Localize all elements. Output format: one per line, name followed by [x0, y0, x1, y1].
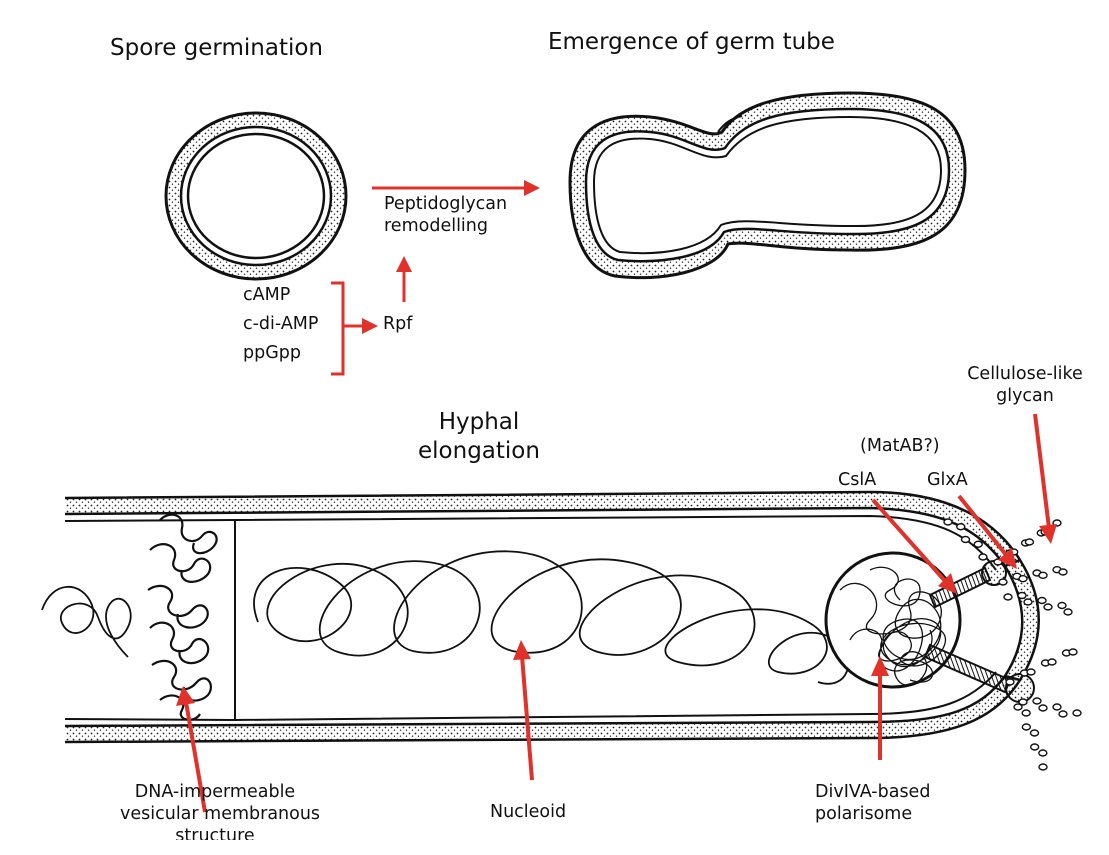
glycan-bead	[974, 541, 982, 547]
glycan-bead	[1025, 539, 1033, 545]
glycan-bead	[1039, 705, 1047, 711]
cellulose-line1: Cellulose-like	[955, 364, 1095, 386]
divIVA-polarisome-label: DivIVA-based polarisome	[815, 782, 930, 826]
matab-label: (MatAB?)	[860, 436, 940, 458]
glycan-bead	[1039, 750, 1047, 756]
glycan-bead	[1064, 609, 1072, 615]
dna-fragment-drawing	[42, 587, 131, 657]
glycan-bead	[1014, 704, 1022, 710]
hyphal-title-line2: elongation	[404, 437, 554, 466]
glycan-bead	[1033, 698, 1041, 704]
glycan-bead	[1031, 744, 1039, 750]
glycan-bead	[1073, 710, 1081, 716]
glycan-bead	[1069, 649, 1077, 655]
glycan-bead	[1058, 603, 1066, 609]
glxa-label: GlxA	[927, 470, 968, 492]
glycan-bead	[1031, 730, 1039, 736]
glycan-bead	[1059, 711, 1067, 717]
nucleoid-label: Nucleoid	[490, 802, 566, 824]
glycan-bead	[1053, 704, 1061, 710]
cellulose-glycan-label: Cellulose-like glycan	[955, 364, 1095, 408]
peptidoglycan-line2: remodelling	[384, 216, 507, 238]
glycan-bead	[1059, 569, 1067, 575]
cellulose-line2: glycan	[955, 386, 1095, 408]
glycan-bead	[1022, 724, 1030, 730]
glycan-bead	[1044, 604, 1052, 610]
glycan-bead	[1038, 598, 1046, 604]
signal-ppgpp: ppGpp	[243, 339, 318, 368]
glycan-bead	[1039, 572, 1047, 578]
glycan-bead	[1024, 599, 1032, 605]
spore-drawing	[166, 113, 346, 279]
glycan-bead	[962, 537, 970, 543]
peptidoglycan-line1: Peptidoglycan	[384, 194, 507, 216]
glycan-bead	[1027, 669, 1035, 675]
glycan-bead	[1004, 594, 1012, 600]
glycan-bead	[979, 554, 987, 560]
peptidoglycan-label: Peptidoglycan remodelling	[384, 194, 507, 238]
dna-label-line2: vesicular membranous	[120, 804, 310, 826]
csla-label: CslA	[838, 470, 876, 492]
germ-tube-title: Emergence of germ tube	[548, 28, 835, 57]
germ-tube-drawing	[570, 93, 965, 278]
spore-germination-title: Spore germination	[110, 34, 323, 63]
hyphal-title-line1: Hyphal	[404, 408, 554, 437]
glycan-bead	[1039, 764, 1047, 770]
nucleoid-drawing	[254, 551, 848, 683]
signal-c-di-amp: c-di-AMP	[243, 310, 318, 339]
dna-label-line1: DNA-impermeable	[120, 782, 310, 804]
glycan-bead	[1006, 679, 1014, 685]
glycan-bead	[957, 524, 965, 530]
hyphal-elongation-title: Hyphal elongation	[404, 408, 554, 466]
glycan-bead	[999, 579, 1007, 585]
glycan-bead	[1022, 710, 1030, 716]
divIVA-line2: polarisome	[815, 804, 930, 826]
glycan-bead	[944, 519, 952, 525]
rpf-label: Rpf	[383, 314, 412, 336]
dna-impermeable-structure-label: DNA-impermeable vesicular membranous str…	[120, 782, 310, 840]
divIVA-line1: DivIVA-based	[815, 782, 930, 804]
signal-camp: cAMP	[243, 281, 318, 310]
glycan-bead	[1018, 593, 1026, 599]
dna-label-line3: structure	[120, 826, 310, 840]
glycan-bead	[1019, 576, 1027, 582]
signal-molecules-list: cAMP c-di-AMP ppGpp	[243, 281, 318, 368]
glycan-bead	[1048, 659, 1056, 665]
